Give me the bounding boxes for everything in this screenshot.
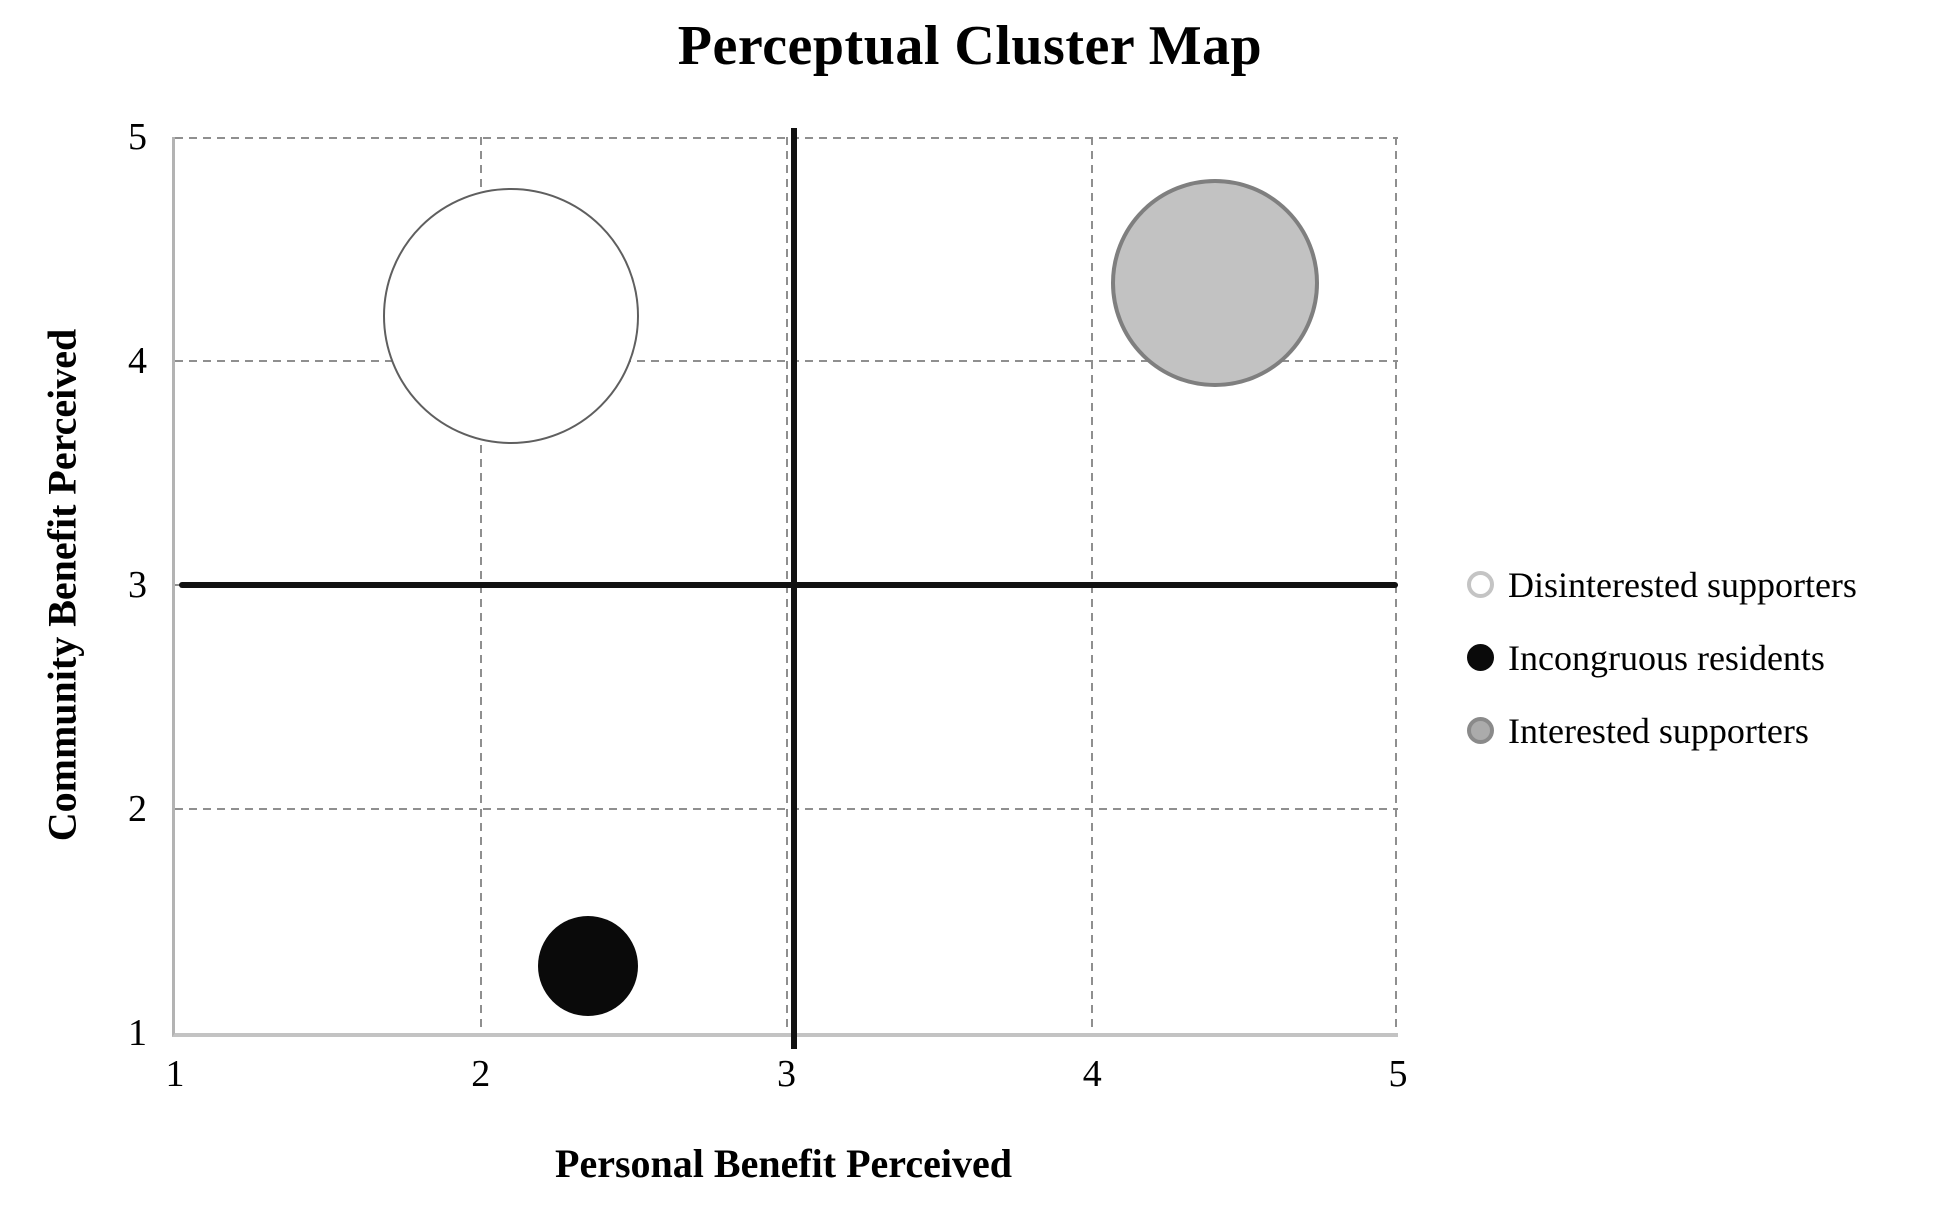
x-tick-label-4: 4 xyxy=(1082,1053,1102,1095)
legend-marker-0 xyxy=(1467,571,1494,598)
chart-title: Perceptual Cluster Map xyxy=(677,15,1263,77)
legend-item-disinterested-supporters: Disinterested supporters xyxy=(1467,548,1857,621)
legend-label: Interested supporters xyxy=(1508,710,1809,751)
y-gridline-2 xyxy=(175,808,1398,810)
y-tick-label-4: 4 xyxy=(128,340,147,382)
x-tick-label-3: 3 xyxy=(777,1053,796,1095)
legend-marker-2 xyxy=(1467,717,1494,744)
quadrant-line-horizontal xyxy=(179,582,1398,588)
plot-area xyxy=(172,128,1398,1049)
y-gridline-5 xyxy=(175,137,1398,139)
legend-label: Disinterested supporters xyxy=(1508,564,1857,605)
y-tick-label-5: 5 xyxy=(128,116,147,158)
legend: Disinterested supporters Incongruous res… xyxy=(1467,548,1857,767)
y-gridline-4 xyxy=(175,360,1398,362)
x-tick-label-1: 1 xyxy=(165,1053,185,1095)
x-tick-label-5: 5 xyxy=(1388,1053,1408,1095)
bubble-interested-supporters xyxy=(1110,178,1319,387)
x-tick-label-2: 2 xyxy=(471,1053,491,1095)
legend-marker-1 xyxy=(1467,644,1494,671)
quadrant-line-vertical xyxy=(790,128,797,1049)
y-tick-label-3: 3 xyxy=(128,564,147,606)
bubble-incongruous-residents xyxy=(537,915,638,1016)
legend-item-incongruous-residents: Incongruous residents xyxy=(1467,621,1857,694)
y-tick-label-2: 2 xyxy=(128,788,147,830)
legend-item-interested-supporters: Interested supporters xyxy=(1467,694,1857,767)
y-tick-label-1: 1 xyxy=(128,1012,147,1054)
legend-label: Incongruous residents xyxy=(1508,637,1825,678)
bubble-disinterested-supporters xyxy=(383,188,640,445)
x-axis-title: Personal Benefit Perceived xyxy=(555,1141,1012,1186)
